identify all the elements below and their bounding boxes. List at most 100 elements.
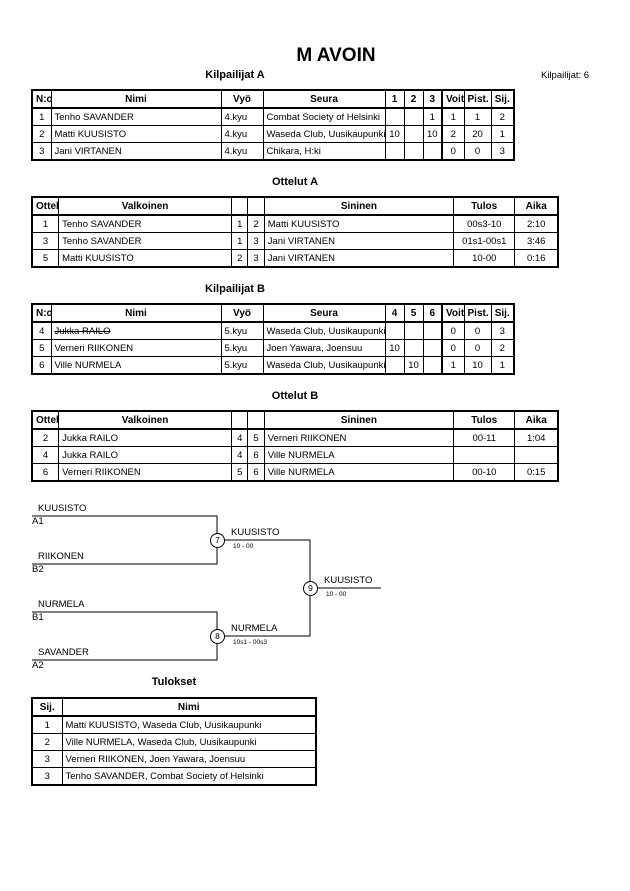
- table-row: 1 Tenho SAVANDER 4.kyu Combat Society of…: [31, 107, 515, 126]
- cell-no: 2: [31, 125, 52, 143]
- bracket-match-number: 9: [303, 581, 318, 596]
- bracket-semi1-bottom-pos: B2: [32, 564, 44, 575]
- cell-time: 2:10: [514, 214, 559, 233]
- table-row: 2 Ville NURMELA, Waseda Club, Uusikaupun…: [31, 733, 317, 751]
- bracket-semi2-top-name: NURMELA: [38, 599, 85, 610]
- col-header: Tulos: [453, 196, 516, 216]
- matches-a-table: Ottelu Valkoinen Sininen Tulos Aika 1 Te…: [31, 196, 559, 268]
- col-header: Aika: [514, 410, 559, 430]
- table-row: 2 Jukka RAILO 4 5 Verneri RIIKONEN 00-11…: [31, 428, 559, 447]
- cell-place: 3: [490, 142, 515, 161]
- bracket-semi1-top-pos: A1: [32, 516, 44, 527]
- cell-blue-no: 3: [247, 249, 265, 268]
- cell-blue: Jani VIRTANEN: [263, 249, 455, 268]
- matches-a-header-row: Ottelu Valkoinen Sininen Tulos Aika: [31, 196, 559, 216]
- cell-result: 10-00: [453, 249, 516, 268]
- bracket-semi2-bottom-pos: A2: [32, 660, 44, 671]
- pool-a-header-row: N:o Nimi Vyö Seura 1 2 3 Voit. Pist. Sij…: [31, 89, 515, 109]
- col-header: Tulos: [453, 410, 516, 430]
- table-row: 3 Jani VIRTANEN 4.kyu Chikara, H:ki 0 0 …: [31, 142, 515, 161]
- cell-place: 3: [31, 750, 63, 768]
- cell-name: Tenho SAVANDER, Combat Society of Helsin…: [61, 767, 317, 786]
- results-heading: Tulokset: [151, 676, 197, 688]
- cell-blue-no: 6: [247, 446, 265, 464]
- cell-time: 3:46: [514, 232, 559, 250]
- cell-time: 0:16: [514, 249, 559, 268]
- competitors-count: Kilpailijat: 6: [541, 70, 590, 81]
- col-header: Ottelu: [31, 196, 60, 216]
- table-row: 3 Tenho SAVANDER, Combat Society of Hels…: [31, 767, 317, 786]
- cell-place: 3: [31, 767, 63, 786]
- bracket-semi1-winner: KUUSISTO: [231, 527, 280, 538]
- cell-wins: 1: [441, 356, 465, 375]
- table-row: 6 Ville NURMELA 5.kyu Waseda Club, Uusik…: [31, 356, 515, 375]
- col-header: Sij.: [490, 89, 515, 109]
- bracket-semi2-score: 10s1 - 00s3: [233, 639, 267, 646]
- col-header: Valkoinen: [58, 410, 233, 430]
- matches-a-heading: Ottelut A: [271, 176, 319, 188]
- results-header-row: Sij. Nimi: [31, 697, 317, 717]
- cell-belt: 4.kyu: [220, 142, 264, 161]
- matches-b-table: Ottelu Valkoinen Sininen Tulos Aika 2 Ju…: [31, 410, 559, 482]
- col-header: Nimi: [61, 697, 317, 717]
- page-title: M AVOIN: [296, 45, 376, 66]
- cell-result: 00-10: [453, 463, 516, 482]
- matches-b-heading: Ottelut B: [271, 390, 319, 402]
- cell-place: 2: [490, 339, 515, 357]
- table-row: 2 Matti KUUSISTO 4.kyu Waseda Club, Uusi…: [31, 125, 515, 143]
- cell-time: 0:15: [514, 463, 559, 482]
- cell-place: 1: [490, 125, 515, 143]
- bracket-match-number: 7: [210, 533, 225, 548]
- table-row: 3 Verneri RIIKONEN, Joen Yawara, Joensuu: [31, 750, 317, 768]
- cell-place: 1: [31, 715, 63, 734]
- cell-points: 0: [463, 142, 492, 161]
- cell-place: 1: [490, 356, 515, 375]
- table-row: 1 Tenho SAVANDER 1 2 Matti KUUSISTO 00s3…: [31, 214, 559, 233]
- bracket-semi1-bottom-name: RIIKONEN: [38, 551, 84, 562]
- pool-a-heading: Kilpailijat A: [205, 69, 265, 81]
- col-header: Seura: [262, 303, 386, 323]
- bracket-match-number: 8: [210, 629, 225, 644]
- cell-score: 10: [384, 339, 405, 357]
- cell-wins: 0: [441, 339, 465, 357]
- bracket-final-winner: KUUSISTO: [324, 575, 373, 586]
- cell-name: Jani VIRTANEN: [50, 142, 222, 161]
- cell-result: 01s1-00s1: [453, 232, 516, 250]
- table-row: 5 Matti KUUSISTO 2 3 Jani VIRTANEN 10-00…: [31, 249, 559, 268]
- col-header: 2: [403, 89, 424, 109]
- pool-b-heading: Kilpailijat B: [205, 283, 265, 295]
- col-header: Sij.: [31, 697, 63, 717]
- bracket-semi2-top-pos: B1: [32, 612, 44, 623]
- cell-match: 6: [31, 463, 60, 482]
- cell-name: Ville NURMELA, Waseda Club, Uusikaupunki: [61, 733, 317, 751]
- cell-score: 10: [422, 125, 443, 143]
- table-row: 5 Verneri RIIKONEN 5.kyu Joen Yawara, Jo…: [31, 339, 515, 357]
- table-row: 4 Jukka RAILO 4 6 Ville NURMELA: [31, 446, 559, 464]
- cell-name: Verneri RIIKONEN, Joen Yawara, Joensuu: [61, 750, 317, 768]
- cell-club: Chikara, H:ki: [262, 142, 386, 161]
- table-row: 6 Verneri RIIKONEN 5 6 Ville NURMELA 00-…: [31, 463, 559, 482]
- cell-white: Tenho SAVANDER: [58, 232, 233, 250]
- cell-white-no: 4: [231, 446, 249, 464]
- table-row: 4 Jukka RAILO 5.kyu Waseda Club, Uusikau…: [31, 321, 515, 340]
- cell-club: Joen Yawara, Joensuu: [262, 339, 386, 357]
- col-header: Seura: [262, 89, 386, 109]
- cell-name: Matti KUUSISTO, Waseda Club, Uusikaupunk…: [61, 715, 317, 734]
- col-header: Sij.: [490, 303, 515, 323]
- cell-club: Waseda Club, Uusikaupunki: [262, 125, 386, 143]
- bracket-semi1-top-name: KUUSISTO: [38, 503, 87, 514]
- cell-time: [514, 446, 559, 464]
- cell-blue-no: 6: [247, 463, 265, 482]
- pool-b-header-row: N:o Nimi Vyö Seura 4 5 6 Voit. Pist. Sij…: [31, 303, 515, 323]
- matches-b-header-row: Ottelu Valkoinen Sininen Tulos Aika: [31, 410, 559, 430]
- cell-result: [453, 446, 516, 464]
- cell-white: Jukka RAILO: [58, 446, 233, 464]
- results-table: Sij. Nimi 1 Matti KUUSISTO, Waseda Club,…: [31, 697, 317, 786]
- bracket-final-score: 10 - 00: [326, 591, 347, 598]
- col-header: [247, 196, 265, 216]
- cell-white: Matti KUUSISTO: [58, 249, 233, 268]
- bracket-semi2-bottom-name: SAVANDER: [38, 647, 89, 658]
- bracket-semi2-winner: NURMELA: [231, 623, 278, 634]
- col-header: Nimi: [50, 303, 222, 323]
- cell-blue-no: 3: [247, 232, 265, 250]
